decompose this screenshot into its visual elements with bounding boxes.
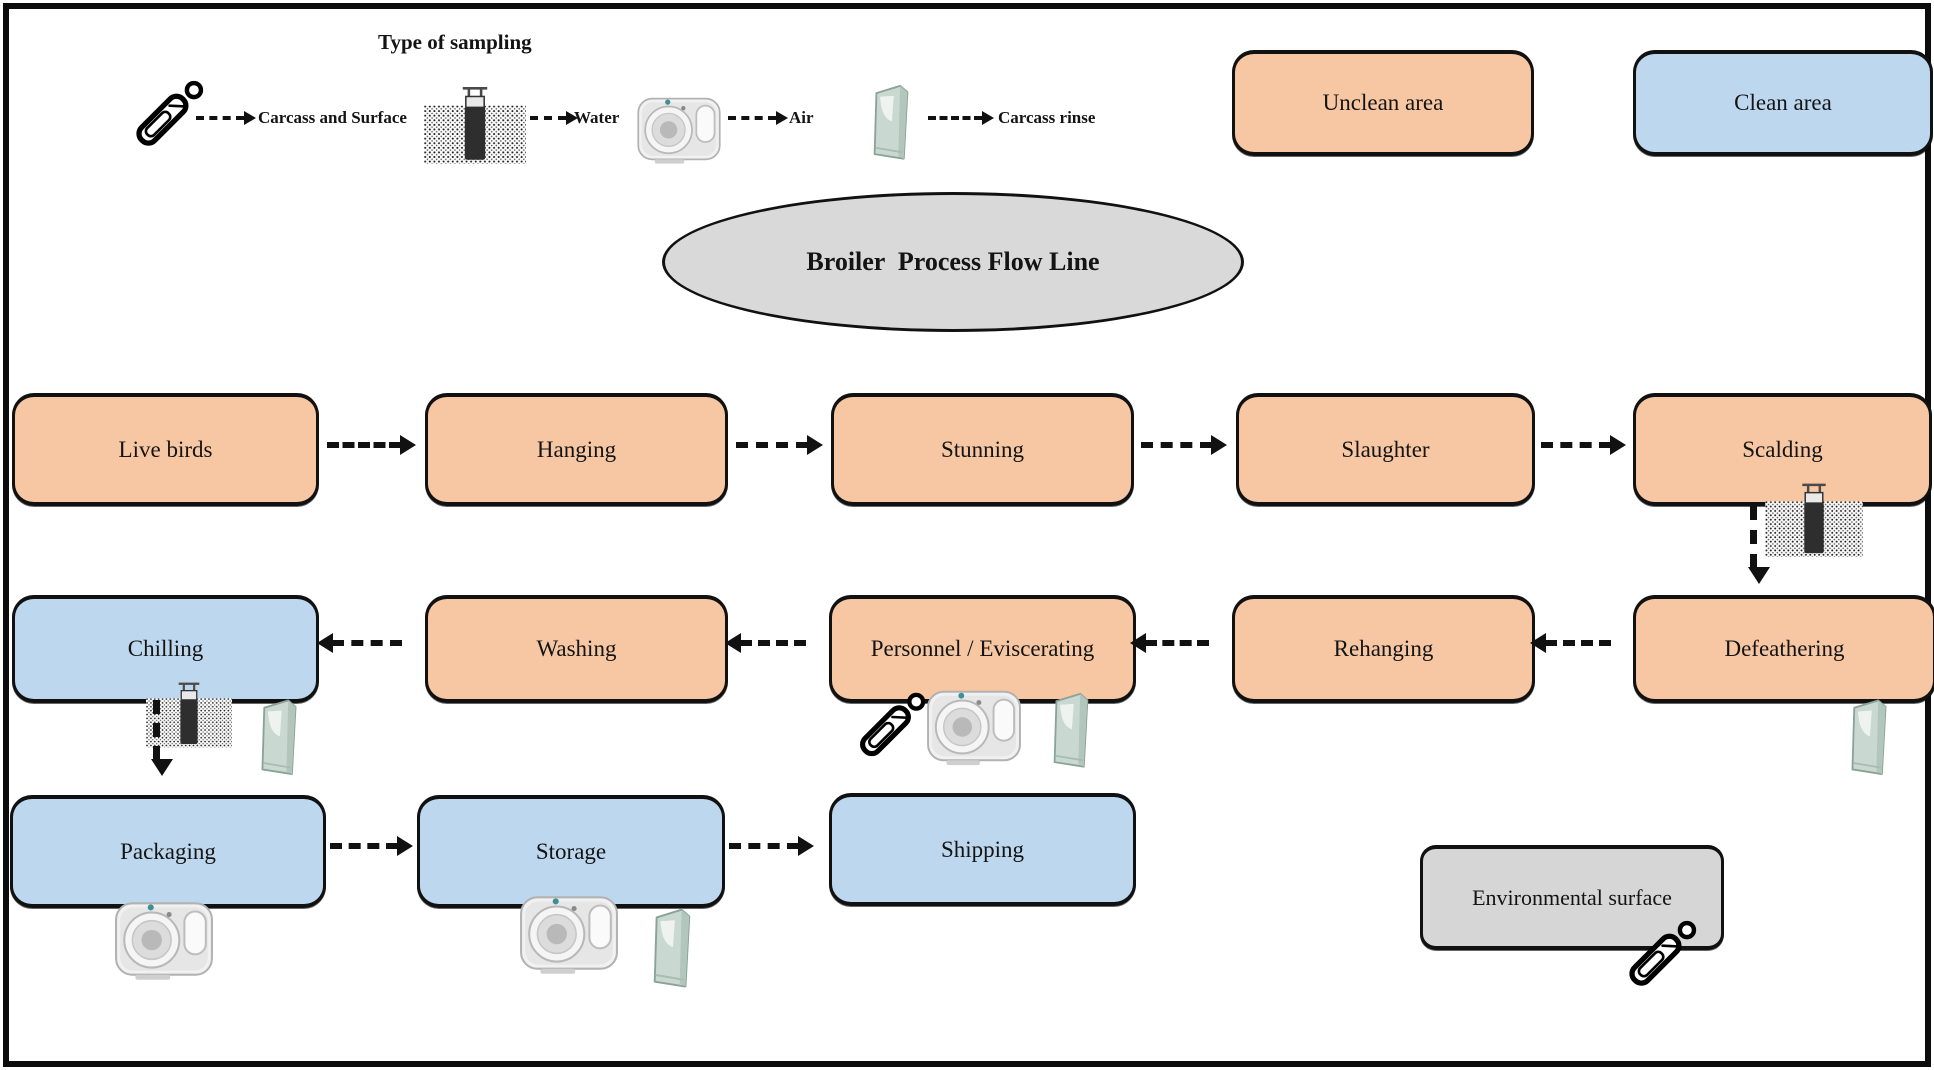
legend-arrow-water <box>530 111 578 125</box>
process-box-label: Defeathering <box>1724 636 1845 661</box>
arrow-stunning-to-slaughter <box>1141 435 1227 455</box>
environmental-surface-box: Environmental surface <box>1420 845 1724 950</box>
arrow-live-birds-to-hanging <box>327 435 416 455</box>
carcass-rinse-bag-icon <box>1048 692 1094 774</box>
process-box-packaging: Packaging <box>10 795 326 908</box>
process-box-label: Scalding <box>1742 436 1823 462</box>
process-box-defeathering: Defeathering <box>1633 595 1934 703</box>
swab-icon <box>842 688 932 774</box>
arrow-scalding-to-defeathering <box>1748 506 1770 584</box>
process-box-label: Washing <box>536 636 617 661</box>
arrow-slaughter-to-scalding <box>1541 435 1626 455</box>
legend-label-carcass-surface: Carcass and Surface <box>258 108 407 127</box>
arrow-chilling-to-packaging <box>151 700 173 776</box>
arrow-packaging-to-storage <box>330 836 413 856</box>
process-box-label: Chilling <box>127 636 204 661</box>
legend-label-water: Water <box>574 108 620 127</box>
arrow-eviscerating-to-washing <box>725 633 806 653</box>
area-key-unclean-label: Unclean area <box>1322 90 1444 115</box>
swab-icon <box>1608 916 1706 1004</box>
process-box-label: Packaging <box>120 838 216 864</box>
process-box-personnel-eviscerating: Personnel / Eviscerating <box>829 595 1136 703</box>
process-box-label: Live birds <box>118 436 213 462</box>
water-sampler-icon <box>424 82 526 164</box>
swab-icon <box>118 76 210 164</box>
air-sampler-camera-icon <box>634 90 724 168</box>
environmental-surface-label: Environmental surface <box>1472 884 1672 910</box>
area-key-clean-label: Clean area <box>1734 90 1832 115</box>
arrow-defeathering-to-rehanging <box>1530 633 1611 653</box>
area-key-unclean: Unclean area <box>1232 50 1534 156</box>
water-sampler-icon <box>1764 479 1864 557</box>
arrow-hanging-to-stunning <box>736 435 823 455</box>
process-box-shipping: Shipping <box>829 793 1136 906</box>
air-sampler-camera-icon <box>518 887 620 979</box>
process-box-label: Storage <box>535 838 607 864</box>
legend-arrow-swab <box>196 111 256 125</box>
carcass-rinse-bag-icon <box>648 906 696 996</box>
air-sampler-camera-icon <box>925 682 1023 770</box>
process-box-rehanging: Rehanging <box>1232 595 1535 703</box>
process-box-label: Rehanging <box>1333 636 1434 661</box>
carcass-rinse-bag-icon <box>1846 698 1892 782</box>
process-box-slaughter: Slaughter <box>1236 393 1535 506</box>
process-box-label: Slaughter <box>1341 436 1430 462</box>
process-box-washing: Washing <box>425 595 728 703</box>
process-box-stunning: Stunning <box>831 393 1134 506</box>
legend-arrow-rinse <box>928 111 994 125</box>
process-box-live-birds: Live birds <box>12 393 319 506</box>
legend-title: Type of sampling <box>378 30 532 54</box>
process-box-label: Stunning <box>940 436 1025 462</box>
process-flow-title-ellipse: Broiler Process Flow Line <box>662 192 1244 332</box>
process-box-label: Shipping <box>940 836 1025 862</box>
area-key-clean: Clean area <box>1633 50 1933 156</box>
process-box-storage: Storage <box>417 795 725 908</box>
arrow-storage-to-shipping <box>729 836 814 856</box>
arrow-washing-to-chilling <box>317 633 402 653</box>
air-sampler-camera-icon <box>113 893 215 985</box>
process-box-label: Personnel / Eviscerating <box>870 636 1095 661</box>
process-box-hanging: Hanging <box>425 393 728 506</box>
legend-label-air: Air <box>789 108 814 127</box>
carcass-rinse-bag-icon <box>256 698 302 782</box>
legend-arrow-air <box>728 111 788 125</box>
carcass-rinse-bag-icon <box>868 84 914 166</box>
arrow-rehanging-to-eviscerating <box>1130 633 1209 653</box>
legend-label-carcass-rinse: Carcass rinse <box>998 108 1096 127</box>
process-box-label: Hanging <box>536 436 617 462</box>
